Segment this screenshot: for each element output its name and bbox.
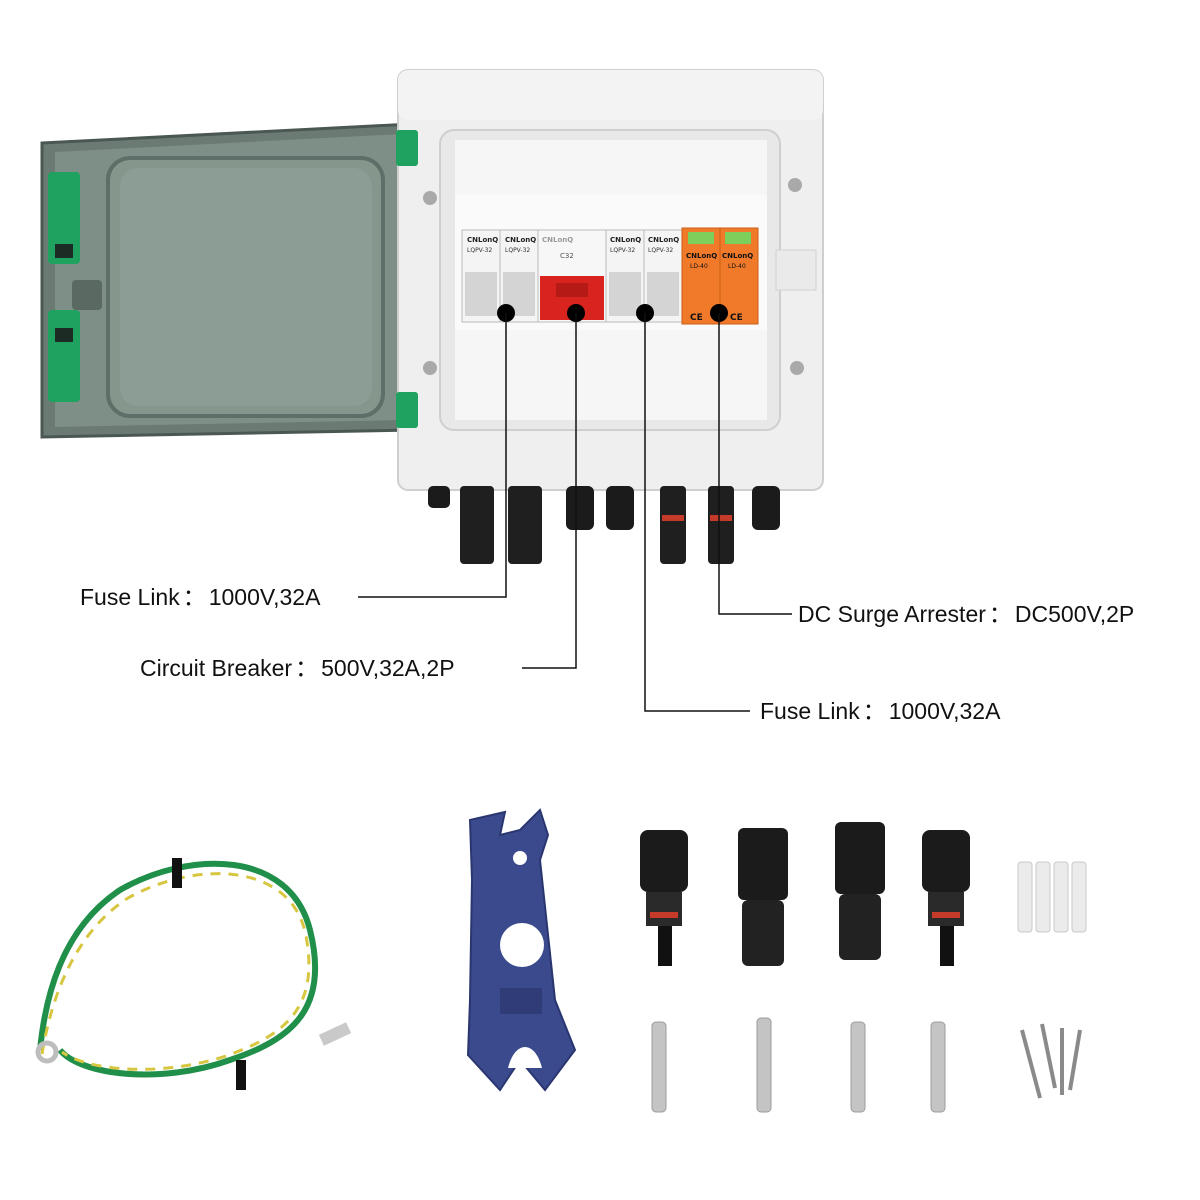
spanner-tool-icon (466, 808, 577, 1092)
callout-fuse-link-right: Fuse Link：1000V,32A (760, 700, 1000, 724)
callout-fuse-link-left: Fuse Link：1000V,32A (80, 586, 320, 610)
callout-value: 1000V,32A (208, 584, 321, 610)
callout-separator: ： (862, 699, 886, 725)
svg-text:LD-40: LD-40 (690, 263, 708, 270)
svg-text:LQPV-32: LQPV-32 (505, 247, 530, 254)
screw-icon (1020, 1023, 1082, 1099)
svg-text:LD-40: LD-40 (728, 263, 746, 270)
svg-text:CNLonQ: CNLonQ (686, 252, 717, 260)
ground-cable-icon (35, 858, 352, 1090)
din-modules: CNLonQ LQPV-32 CNLonQ LQPV-32 CNLonQ C32… (461, 227, 759, 325)
svg-text:CNLonQ: CNLonQ (648, 236, 679, 244)
mc4-connector-icon (640, 830, 688, 966)
svg-text:CNLonQ: CNLonQ (722, 252, 753, 260)
svg-text:CE: CE (690, 313, 703, 323)
svg-text:CNLonQ: CNLonQ (610, 236, 641, 244)
callout-name: Fuse Link (760, 698, 860, 724)
box-connectors (428, 486, 780, 564)
callout-name: Circuit Breaker (140, 655, 293, 681)
wall-plug-icon (1017, 861, 1087, 933)
svg-text:CNLonQ: CNLonQ (467, 236, 498, 244)
callout-lines (358, 313, 792, 712)
svg-text:CNLonQ: CNLonQ (542, 236, 573, 244)
svg-text:LQPV-32: LQPV-32 (467, 247, 492, 254)
mc4-connector-icon (738, 828, 788, 966)
callout-circuit-breaker: Circuit Breaker：500V,32A,2P (140, 657, 455, 681)
callout-value: 500V,32A,2P (321, 655, 455, 681)
svg-text:CNLonQ: CNLonQ (505, 236, 536, 244)
callout-name: DC Surge Arrester (798, 601, 986, 627)
callout-separator: ： (182, 585, 206, 611)
svg-text:CE: CE (730, 313, 743, 323)
svg-text:LQPV-32: LQPV-32 (648, 247, 673, 254)
mc4-connector-icon (922, 830, 970, 966)
callout-separator: ： (988, 602, 1012, 628)
callout-name: Fuse Link (80, 584, 180, 610)
callout-value: 1000V,32A (888, 698, 1001, 724)
mc4-connector-icon (835, 822, 885, 960)
enclosure-door (40, 122, 416, 439)
terminal-pin-icon (651, 1017, 946, 1113)
callout-value: DC500V,2P (1014, 601, 1135, 627)
fuse-holder: CNLonQ LQPV-32 (461, 229, 501, 323)
callout-dc-surge-arrester: DC Surge Arrester：DC500V,2P (798, 603, 1134, 627)
callout-separator: ： (295, 656, 319, 682)
svg-text:C32: C32 (560, 252, 574, 260)
svg-text:LQPV-32: LQPV-32 (610, 247, 635, 254)
